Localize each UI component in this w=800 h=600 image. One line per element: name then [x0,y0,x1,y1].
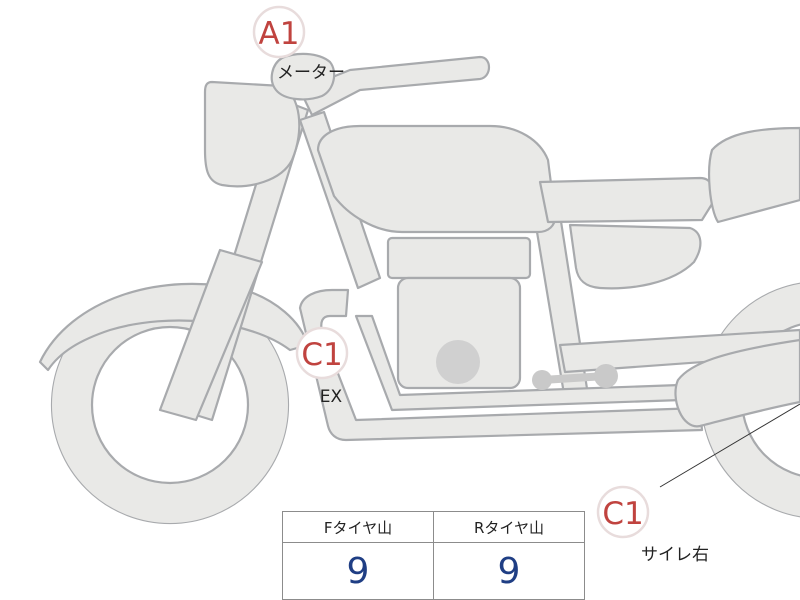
footpeg [532,364,618,390]
rear-tire-tread-value: 9 [433,542,585,600]
fuel-tank [316,124,557,234]
badge-meter: A1 メーター [252,5,345,83]
badge-exhaust-code: C1 [301,337,342,373]
rear-tire-tread-header: Rタイヤ山 [433,511,585,543]
front-fork [158,98,310,422]
badge-silencer-label: サイレ右 [641,545,709,565]
badge-silencer: C1 サイレ右 [596,485,709,565]
seat [538,176,715,224]
leader-line [659,403,800,488]
rear-cowl [708,126,800,224]
front-tire-tread-header: Fタイヤ山 [282,511,434,543]
meter [270,52,336,101]
handlebar [298,55,491,117]
badge-silencer-code: C1 [602,496,643,532]
badge-meter-code: A1 [259,16,300,52]
badge-exhaust: C1 EX [295,326,349,407]
front-tire-tread-value: 9 [282,542,434,600]
badge-meter-label: メーター [277,63,345,83]
silencer [674,338,800,428]
side-cover [568,223,702,290]
engine [386,236,532,390]
headlight [203,80,301,188]
badge-exhaust-label: EX [320,387,343,407]
tire-tread-table: Fタイヤ山 Rタイヤ山 9 9 [282,511,585,600]
